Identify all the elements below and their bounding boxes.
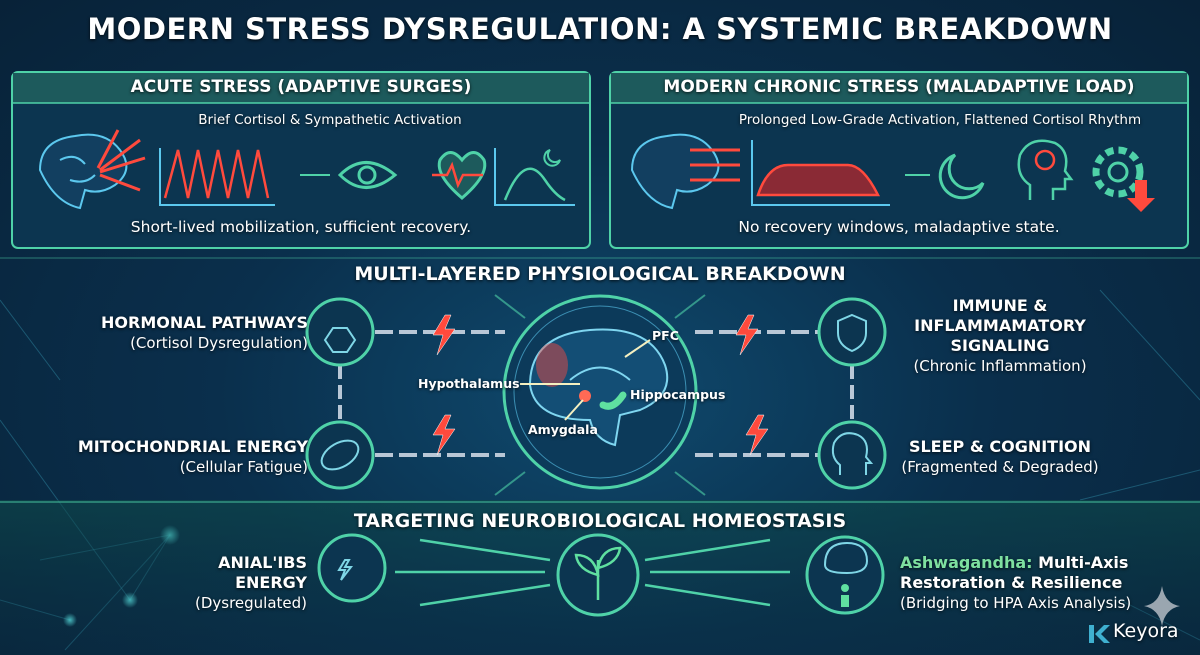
hormonal-title: HORMONAL PATHWAYS [101,313,308,332]
energy-sub: (Dysregulated) [194,594,307,612]
acute-heading: ACUTE STRESS (ADAPTIVE SURGES) [130,77,472,97]
sleep-moon-icon [938,153,985,200]
acute-subtitle: Brief Cortisol & Sympathetic Activation [198,112,462,128]
ashwagandha-sub: (Bridging to HPA Axis Analysis) [900,594,1132,612]
energy-title-2: ENERGY [235,573,307,592]
hormone-molecule-icon [305,297,375,367]
immune-title-3: SIGNALING [950,336,1050,355]
head-brain-icon [1017,139,1074,200]
ashwagandha-title-2: Restoration & Resilience [900,573,1123,592]
immune-label: IMMUNE & INFLAMMAMATORY SIGNALING (Chron… [900,296,1100,376]
recovery-curve-icon [494,148,575,206]
plateau-chart-icon [751,140,890,206]
ashwagandha-title-rest: Multi-Axis [1032,553,1129,572]
spike-chart-icon [159,148,275,206]
hippocampus-label: Hippocampus [630,387,726,402]
red-arrows-icon [690,148,740,182]
chronic-footer: No recovery windows, maladaptive state. [738,218,1060,236]
homeostasis-heading: TARGETING NEUROBIOLOGICAL HOMEOSTASIS [353,510,847,532]
bottom-arrows [395,538,790,607]
energy-label: ANIAL'IBS ENERGY (Dysregulated) [195,553,307,613]
sleep-head-icon [817,420,887,490]
sleep-title: SLEEP & COGNITION [908,437,1092,456]
ashwagandha-label: Ashwagandha: Multi-Axis Restoration & Re… [900,553,1131,613]
chronic-subtitle: Prolonged Low-Grade Activation, Flattene… [738,112,1142,128]
mito-label: MITOCHONDRIAL ENERGY (Cellular Fatigue) [78,437,308,477]
head-lightning-icon [317,533,387,603]
red-arrows-icon [96,129,146,192]
hormonal-label: HORMONAL PATHWAYS (Cortisol Dysregulatio… [101,313,308,353]
pfc-label: PFC [652,328,679,343]
heart-pulse-icon [432,151,487,200]
immune-title-2: INFLAMMAMATORY [914,316,1086,335]
central-brain [502,294,698,490]
amygdala-label: Amygdala [528,422,598,437]
chronic-heading: MODERN CHRONIC STRESS (MALADAPTIVE LOAD) [663,77,1135,97]
brand-name: Keyora [1113,620,1179,642]
brain-icon-chronic [630,133,720,210]
sleep-sub: (Fragmented & Degraded) [901,458,1099,476]
sparkle-icon [1144,586,1180,626]
gear-down-icon [1092,146,1155,212]
hypothalamus-label: Hypothalamus [418,376,520,391]
breakdown-heading: MULTI-LAYERED PHYSIOLOGICAL BREAKDOWN [354,263,846,285]
acute-panel-frame [11,71,591,249]
lightning-bolt-icons [432,314,769,456]
sleep-label: SLEEP & COGNITION (Fragmented & Degraded… [895,437,1105,477]
converging-arrows [494,294,706,496]
page-title: MODERN STRESS DYSREGULATION: A SYSTEMIC … [87,12,1113,46]
acute-footer: Short-lived mobilization, sufficient rec… [130,218,472,236]
hormonal-sub: (Cortisol Dysregulation) [130,334,308,352]
immune-title-1: IMMUNE & [952,296,1048,315]
mito-title: MITOCHONDRIAL ENERGY [77,437,308,456]
immune-sub: (Chronic Inflammation) [913,357,1087,375]
immune-shield-icon [817,297,887,367]
mito-sub: (Cellular Fatigue) [179,458,308,476]
node-circles [305,297,887,490]
mitochondria-icon [305,420,375,490]
eye-icon [337,161,398,189]
chain-links [338,330,854,457]
energy-title-1: ANIAL'IBS [218,553,307,572]
keyora-logo-icon [1089,625,1110,643]
ashwagandha-highlight: Ashwagandha: [900,553,1033,572]
